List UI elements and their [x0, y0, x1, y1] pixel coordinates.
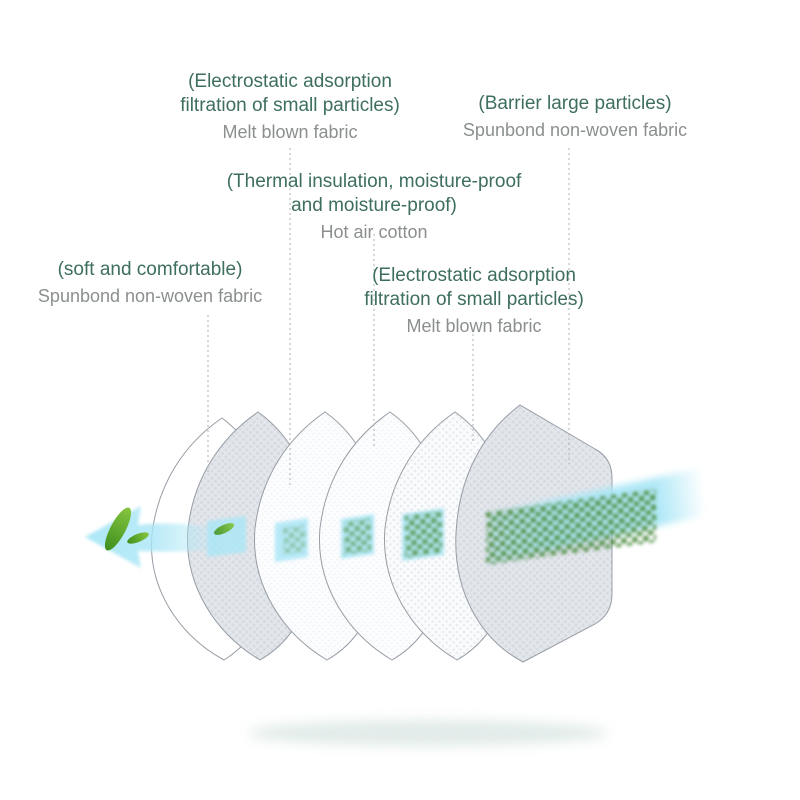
particle-patch-dots — [405, 511, 442, 558]
label-function: (Electrostatic adsorption — [188, 71, 392, 92]
label-material: Spunbond non-woven fabric — [37, 286, 263, 306]
particle-patch-dots — [283, 525, 305, 555]
label-meltblown-mid: (Electrostatic adsorption filtration of … — [324, 264, 624, 338]
label-meltblown-top: (Electrostatic adsorption filtration of … — [130, 70, 450, 144]
label-function: (Barrier large particles) — [478, 93, 672, 114]
label-material: Hot air cotton — [320, 222, 428, 242]
label-function: (Thermal insulation, moisture-proof — [226, 171, 522, 192]
label-function: (Electrostatic adsorption — [372, 265, 576, 286]
label-function: filtration of small particles) — [364, 289, 584, 310]
label-material: Melt blown fabric — [406, 316, 542, 336]
label-hot-air-cotton: (Thermal insulation, moisture-proof and … — [194, 170, 554, 244]
ground-shadow — [248, 720, 608, 746]
particle-patch-dots — [344, 518, 371, 555]
label-function: and moisture-proof) — [291, 195, 457, 216]
label-function: (soft and comfortable) — [57, 259, 243, 280]
particle-dots-region — [486, 489, 656, 565]
label-function: filtration of small particles) — [180, 95, 400, 116]
leaf-icon — [127, 532, 149, 544]
leaf-icon — [104, 507, 132, 551]
label-material: Spunbond non-woven fabric — [462, 120, 688, 140]
label-material: Melt blown fabric — [222, 122, 358, 142]
leaf-icon — [213, 523, 235, 535]
label-spunbond-outer: (Barrier large particles) Spunbond non-w… — [415, 92, 735, 142]
label-spunbond-inner: (soft and comfortable) Spunbond non-wove… — [10, 258, 290, 308]
